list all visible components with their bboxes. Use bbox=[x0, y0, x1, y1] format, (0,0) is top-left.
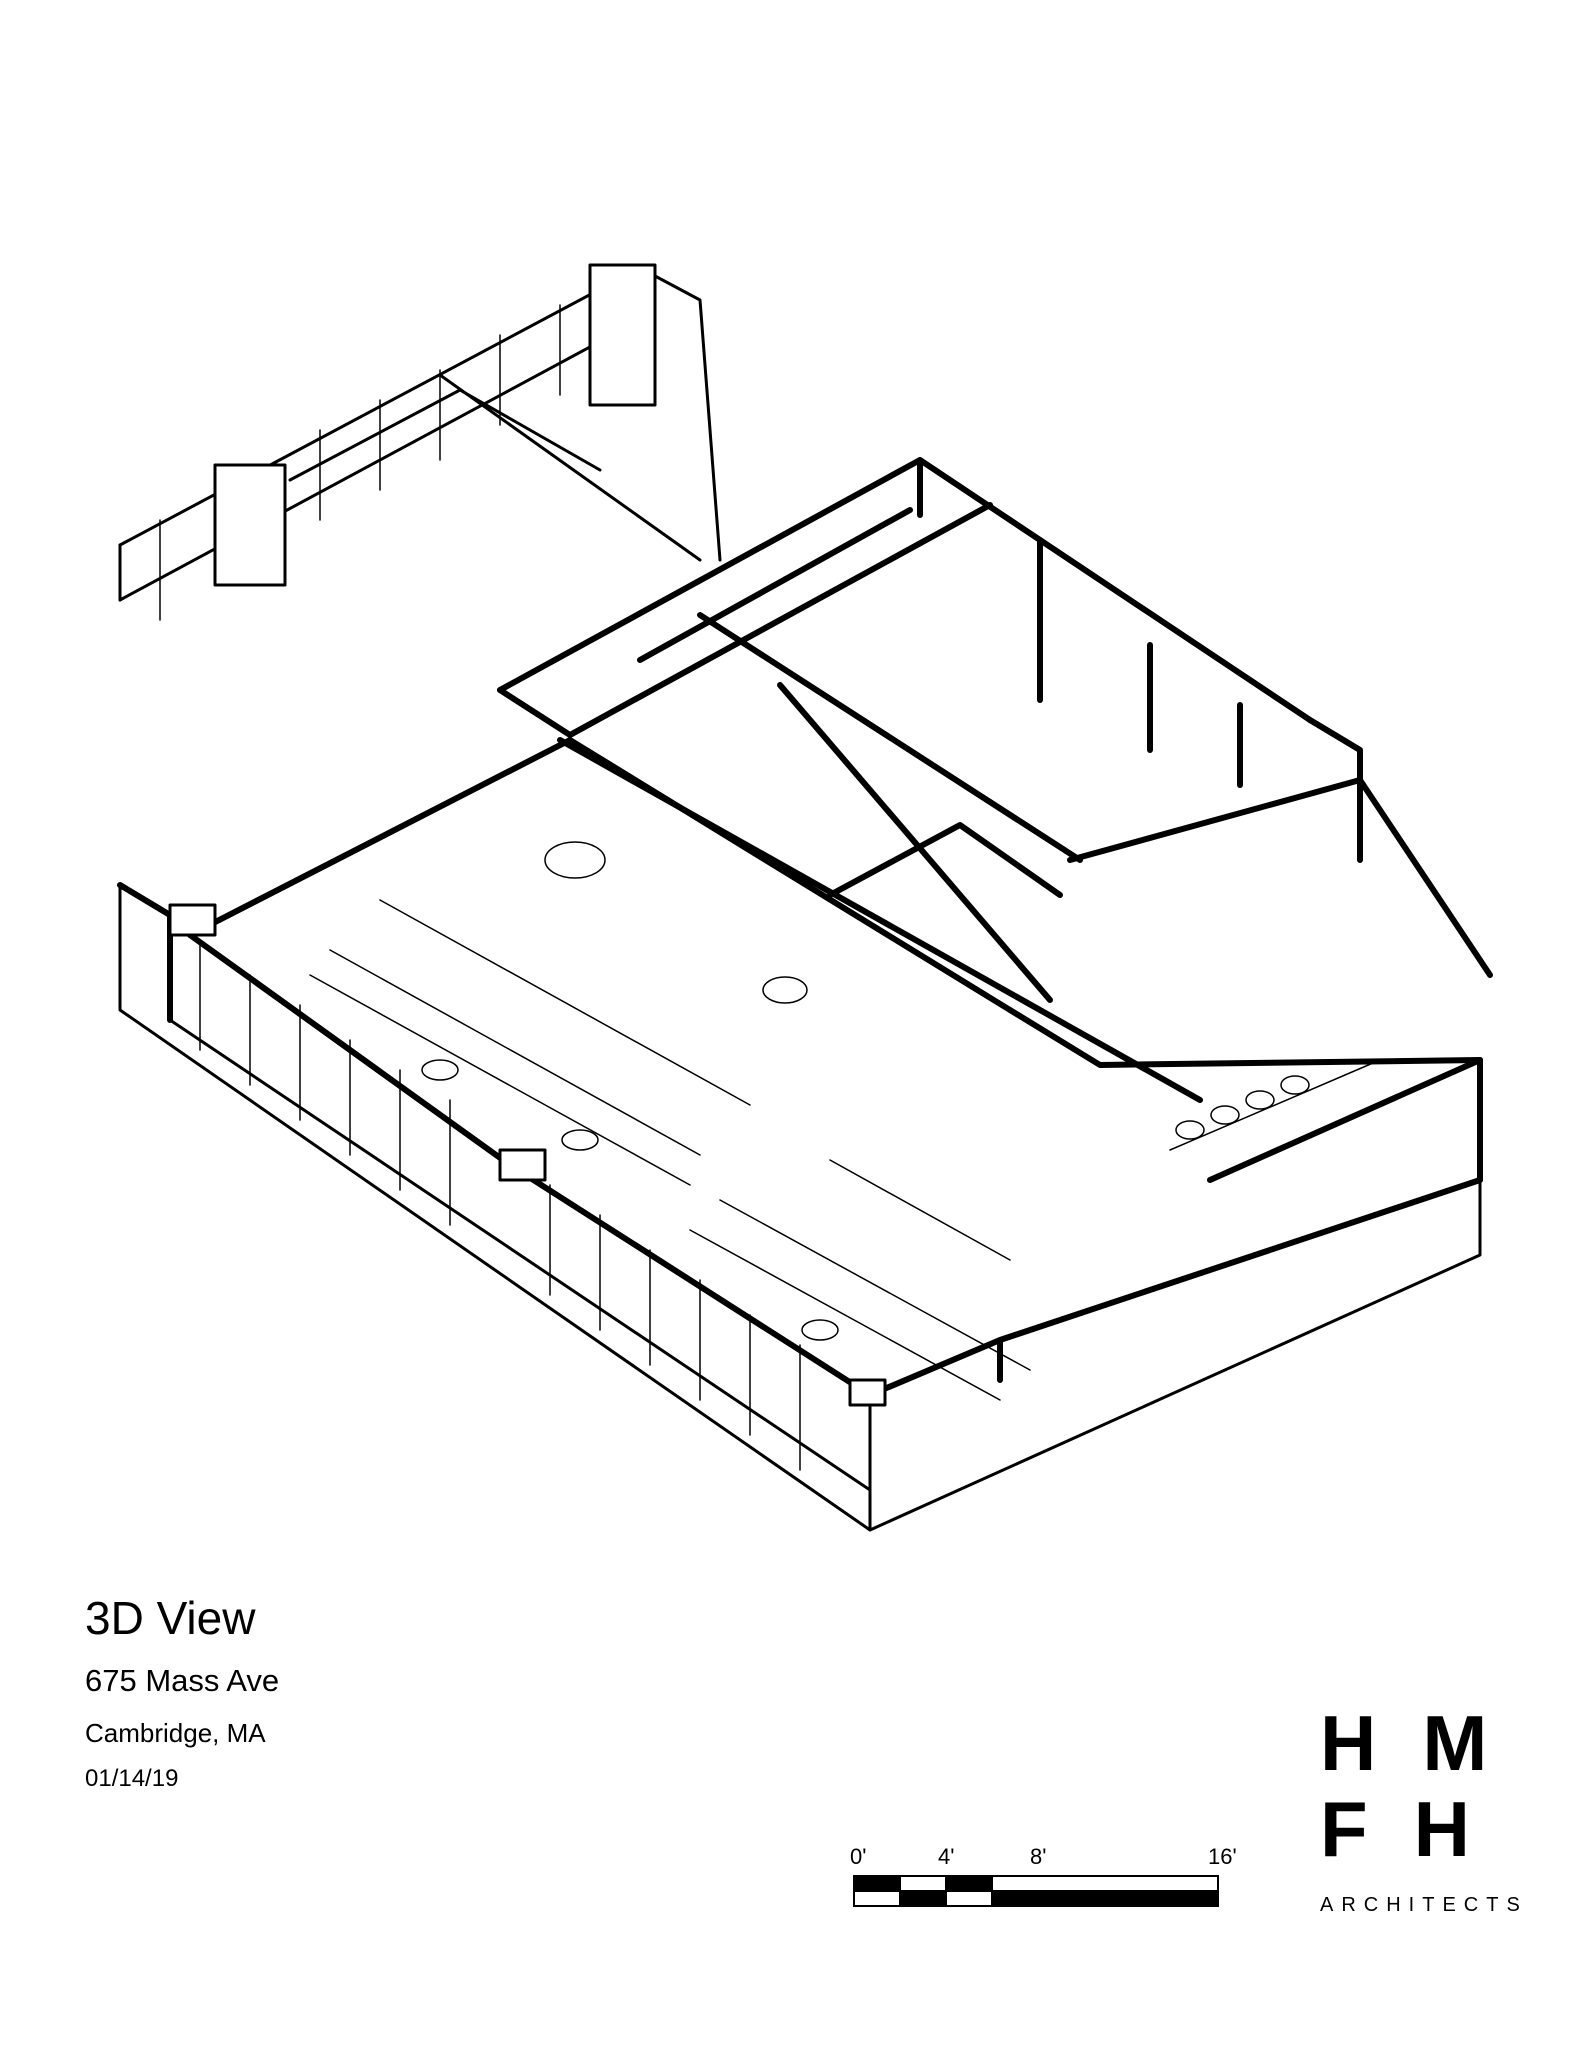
conference-chairs bbox=[1169, 1059, 1381, 1151]
facade-windows bbox=[199, 944, 801, 1471]
logo-tagline: ARCHITECTS bbox=[1320, 1894, 1528, 1916]
right-wing bbox=[997, 717, 1493, 1343]
project-city: Cambridge, MA bbox=[85, 1718, 266, 1748]
architect-logo: HM FH ARCHITECTS bbox=[1320, 1699, 1534, 1930]
main-office-perimeter bbox=[117, 737, 1013, 1398]
scale-label: 16' bbox=[1208, 1844, 1237, 1869]
logo-line-2: FH bbox=[1320, 1785, 1516, 1873]
project-address: 675 Mass Ave bbox=[85, 1663, 280, 1698]
upper-left-wing bbox=[118, 263, 722, 602]
drawing-title: 3D View bbox=[85, 1592, 256, 1644]
workstations bbox=[309, 841, 1031, 1401]
scale-label: 0' bbox=[850, 1844, 866, 1869]
title-block: 3D View 675 Mass Ave Cambridge, MA 01/14… bbox=[85, 1590, 279, 1794]
scale-bar-segments bbox=[853, 1875, 1219, 1907]
exterior-facade bbox=[118, 883, 1482, 1532]
upper-left-windows bbox=[159, 304, 561, 621]
axonometric-floor-plan bbox=[117, 263, 1493, 1532]
central-core bbox=[497, 457, 1313, 1103]
drawing-date: 01/14/19 bbox=[85, 1765, 179, 1792]
scale-bar: 0' 4' 8' 16' bbox=[850, 1844, 1237, 1907]
scale-label: 8' bbox=[1030, 1844, 1046, 1869]
scale-label: 4' bbox=[938, 1844, 954, 1869]
logo-line-1: HM bbox=[1320, 1699, 1534, 1787]
